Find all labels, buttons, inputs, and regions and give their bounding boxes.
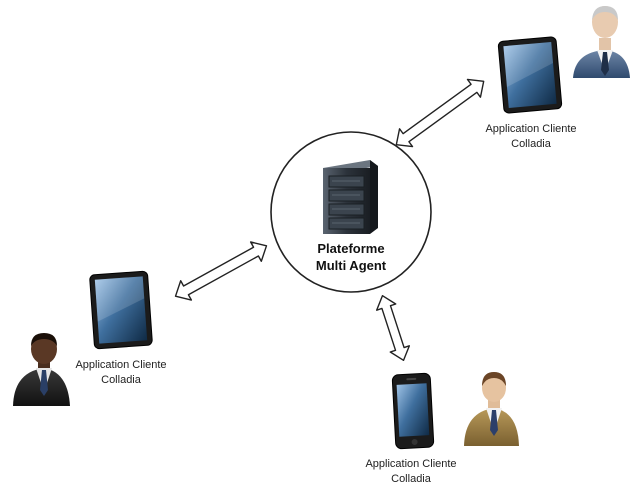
- businessman-icon-bottom: [464, 372, 519, 446]
- businessman-icon-left: [13, 333, 70, 406]
- platform-label-line2: Multi Agent: [316, 258, 387, 273]
- server-icon: [323, 160, 378, 234]
- client-label-top-right-line2: Colladia: [511, 138, 552, 150]
- client-label-left-line2: Colladia: [101, 374, 142, 386]
- phone-icon-bottom: [391, 372, 435, 450]
- client-label-bottom-line1: Application Cliente: [365, 458, 456, 470]
- client-label-bottom-line2: Colladia: [391, 473, 432, 485]
- client-label-top-right-line1: Application Cliente: [485, 123, 576, 135]
- double-arrow-left: [174, 241, 268, 301]
- businessman-icon-top-right: [573, 6, 630, 78]
- platform-label-line1: Plateforme: [317, 241, 384, 256]
- tablet-icon-left: [89, 270, 153, 350]
- double-arrow-top-right: [395, 78, 485, 148]
- client-label-left-line1: Application Cliente: [75, 359, 166, 371]
- double-arrow-bottom: [375, 294, 411, 362]
- tablet-icon-top-right: [497, 36, 563, 114]
